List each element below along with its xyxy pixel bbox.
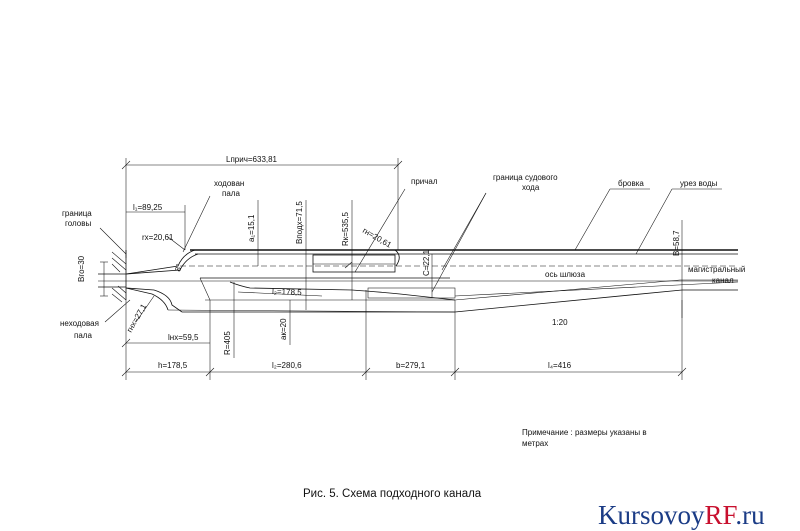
non-guide-wall-label-2: пала	[74, 331, 92, 340]
rk-label: Rк=535,5	[341, 211, 350, 246]
urez-vody-label: урез воды	[680, 179, 718, 188]
dim-b-label: b=279,1	[396, 361, 426, 370]
dimension-b587: B=58,7	[672, 220, 683, 318]
head-boundary-hatch	[111, 250, 127, 303]
guide-wall: ходован пала	[125, 179, 244, 275]
navigation-boundary-label-2: хода	[522, 183, 540, 192]
b587-label: B=58,7	[672, 230, 681, 256]
note-line-2: метрах	[522, 439, 548, 448]
b-podkh-label: Bподх=71,5	[295, 201, 304, 244]
rn-label: rн=20,61	[361, 226, 393, 250]
svg-text:KursovoyRF.ru: KursovoyRF.ru	[598, 500, 765, 530]
lnkh-label: lнх=59,5	[168, 333, 199, 342]
non-guide-wall-label-1: неходовая	[60, 319, 99, 328]
brovka: бровка	[574, 179, 650, 251]
dim-l4-label: l₄=416	[548, 361, 572, 370]
dimension-r405: R=405	[223, 282, 235, 358]
dimension-b-podkh: Bподх=71,5	[295, 200, 307, 310]
angle-label: 8°	[173, 263, 184, 273]
dimension-l2-arc: l₂=178,5	[237, 287, 323, 297]
bottom-dimension-chain: h=178,5 l₂=280,6 b=279,1 l₄=416	[121, 290, 687, 380]
dimension-lnkh: lнх=59,5	[121, 333, 210, 348]
dimension-rk: Rк=535,5	[341, 200, 353, 300]
guide-wall-label-2: пала	[222, 189, 240, 198]
c-label: C=22,1	[422, 249, 431, 276]
dimension-ak: aк=20	[279, 300, 291, 345]
berth-label: причал	[411, 177, 438, 186]
non-guide-wall	[125, 287, 183, 313]
guide-wall-label-1: ходован	[214, 179, 244, 188]
head-boundary-label-1: граница	[62, 209, 92, 218]
figure-caption: Рис. 5. Схема подходного канала	[303, 488, 482, 500]
navigation-boundary-leaders: граница судового хода	[431, 173, 558, 293]
lock-axis-label: ось шлюза	[545, 270, 586, 279]
lock-axis: ось шлюза	[98, 270, 739, 301]
dimension-l-prich: Lприч=633,81	[121, 155, 403, 258]
a1-label: a₁=15,1	[247, 214, 256, 242]
r405-label: R=405	[223, 331, 232, 355]
note-line-1: Примечание : размеры указаны в	[522, 428, 647, 437]
urez-vody: урез воды	[635, 179, 722, 255]
brovka-label: бровка	[618, 179, 644, 188]
upper-bank	[190, 249, 738, 255]
ak-label: aк=20	[279, 318, 288, 340]
navigation-boundary-label-1: граница судового	[493, 173, 558, 182]
l1-label: l₁=89,25	[133, 203, 163, 212]
main-canal-label-2: канал	[712, 276, 734, 285]
dim-h-label: h=178,5	[158, 361, 188, 370]
rx-label: rх=20,61	[142, 233, 174, 242]
lower-bank	[167, 277, 738, 313]
head-boundary-label-2: головы	[65, 219, 91, 228]
lock-head: Bго=30	[77, 255, 126, 297]
dimension-l1: l₁=89,25	[126, 203, 186, 250]
berth: причал	[312, 177, 438, 273]
dimension-c: C=22,1	[422, 249, 433, 298]
watermark-logo: KursovoyRF.ru	[598, 500, 765, 530]
dimension-a1: a₁=15,1	[247, 200, 259, 266]
b-golovy-label: Bго=30	[77, 255, 86, 282]
rnkh-label: rнх=27,1	[125, 302, 149, 334]
main-canal-label-1: магистральный	[688, 265, 745, 274]
slope-label: 1:20	[552, 318, 568, 327]
l2-arc-label: l₂=178,5	[272, 287, 302, 297]
l-prich-label: Lприч=633,81	[226, 155, 278, 164]
dim-l2-label: l₂=280,6	[272, 361, 302, 370]
